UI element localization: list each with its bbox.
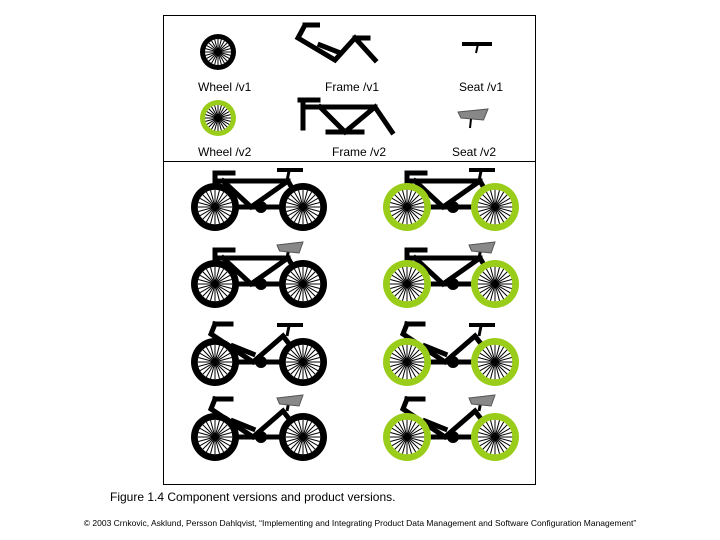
hub (213, 435, 217, 439)
front-wheel (383, 338, 431, 386)
bicycle-7 (191, 395, 327, 461)
hub (493, 282, 497, 286)
hub (301, 360, 305, 364)
seat-body (469, 395, 495, 406)
crank (255, 431, 267, 443)
hub (301, 205, 305, 209)
seat-body (458, 109, 488, 120)
crank (447, 278, 459, 290)
hub (405, 282, 409, 286)
front-wheel (191, 260, 239, 308)
hub (213, 360, 217, 364)
crank (447, 431, 459, 443)
seat (277, 395, 303, 406)
hub (213, 282, 217, 286)
front-wheel (383, 183, 431, 231)
bicycle-8 (383, 395, 519, 461)
bicycle-2 (383, 168, 519, 231)
frame-tubes (298, 25, 375, 60)
crank (447, 201, 459, 213)
hub (216, 116, 220, 120)
bicycle-5 (191, 323, 327, 386)
front-wheel (191, 183, 239, 231)
hub (493, 435, 497, 439)
bicycle-6 (383, 323, 519, 386)
front-wheel (383, 413, 431, 461)
hub (405, 360, 409, 364)
seat-post (287, 171, 289, 181)
wheel-v2-label: Wheel /v2 (198, 145, 251, 159)
copyright-notice: © 2003 Crnkovic, Asklund, Persson Dahlqv… (0, 518, 720, 528)
hub (301, 435, 305, 439)
seat (277, 168, 303, 172)
seat-body (277, 168, 303, 172)
seat-post (479, 326, 481, 336)
rear-wheel (279, 183, 327, 231)
seat-v1-label: Seat /v1 (459, 80, 503, 94)
frame-v2-label: Frame /v2 (332, 145, 386, 159)
frame-v1-icon (298, 25, 375, 60)
product-versions-panel (191, 168, 519, 461)
seat (469, 395, 495, 406)
hub (405, 205, 409, 209)
rear-wheel (279, 413, 327, 461)
frame-v1-label: Frame /v1 (325, 80, 379, 94)
seat-body (277, 242, 303, 253)
bicycle-4 (383, 242, 519, 308)
seat-post (287, 326, 289, 336)
front-wheel (383, 260, 431, 308)
figure-caption: Figure 1.4 Component versions and produc… (110, 490, 396, 504)
rear-wheel (471, 413, 519, 461)
crank (255, 356, 267, 368)
bicycle-3 (191, 242, 327, 308)
hub (405, 435, 409, 439)
frame-tubes (320, 107, 392, 132)
seat-v2-icon (458, 109, 488, 120)
crank (255, 278, 267, 290)
front-wheel (191, 338, 239, 386)
hub (493, 360, 497, 364)
seat-body (469, 168, 495, 172)
seat-body (277, 395, 303, 406)
hub (493, 205, 497, 209)
rear-wheel (279, 338, 327, 386)
rear-wheel (279, 260, 327, 308)
seat-v2-post (470, 119, 471, 128)
seat-body (277, 323, 303, 327)
crank (255, 201, 267, 213)
wheel-v2-icon (200, 100, 236, 136)
seat (469, 168, 495, 172)
crank (447, 356, 459, 368)
seat (277, 323, 303, 327)
bicycle-1 (191, 168, 327, 231)
seat-body (469, 242, 495, 253)
front-wheel (191, 413, 239, 461)
frame-v2-icon (300, 100, 392, 132)
hub (216, 50, 220, 54)
seat-body (469, 323, 495, 327)
rear-wheel (471, 183, 519, 231)
hub (213, 205, 217, 209)
seat (469, 323, 495, 327)
seat-post (479, 171, 481, 181)
hub (301, 282, 305, 286)
seat-v2-label: Seat /v2 (452, 145, 496, 159)
rear-wheel (471, 260, 519, 308)
wheel-v1-label: Wheel /v1 (198, 80, 251, 94)
wheel-v1-icon (200, 34, 236, 70)
rear-wheel (471, 338, 519, 386)
seat (277, 242, 303, 253)
seat (469, 242, 495, 253)
